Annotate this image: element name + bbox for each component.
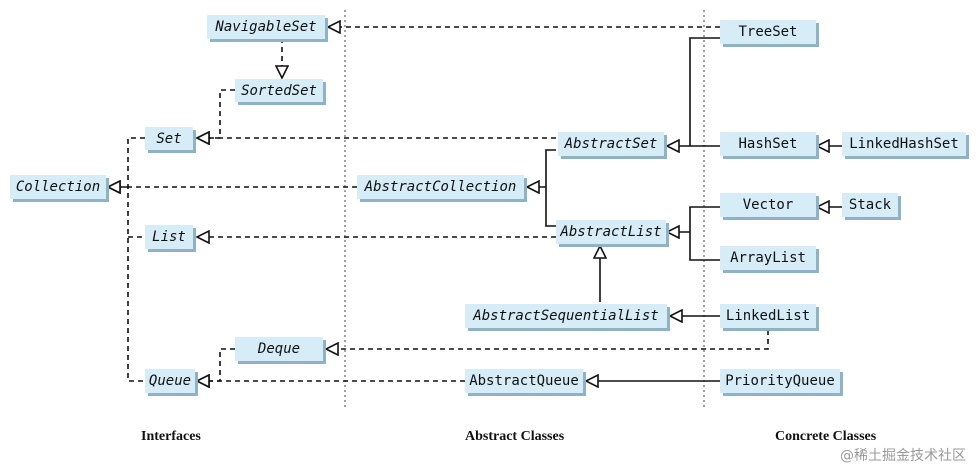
node-priorityqueue: PriorityQueue — [720, 369, 840, 393]
node-linkedhashset: LinkedHashSet — [842, 132, 966, 156]
node-abstractcollection: AbstractCollection — [357, 175, 524, 199]
node-vector: Vector — [720, 193, 816, 217]
node-linkedlist: LinkedList — [720, 304, 816, 328]
edge-linkedlist-deque — [326, 330, 769, 349]
edge-vector-abstractlist — [689, 206, 720, 261]
column-label-concrete-classes: Concrete Classes — [775, 429, 877, 444]
node-arraylist: ArrayList — [720, 246, 816, 270]
edge-set-collection — [127, 137, 145, 382]
node-hashset: HashSet — [720, 132, 816, 156]
node-treeset: TreeSet — [720, 20, 816, 44]
node-stack: Stack — [842, 193, 898, 217]
node-list: List — [145, 225, 193, 249]
column-label-abstract-classes: Abstract Classes — [465, 429, 565, 444]
edge-treeset-abstractset — [689, 37, 720, 146]
node-collection: Collection — [10, 175, 106, 199]
node-abstractset: AbstractSet — [558, 132, 664, 156]
column-label-interfaces: Interfaces — [141, 429, 201, 444]
node-deque: Deque — [235, 337, 323, 361]
node-sortedset: SortedSet — [235, 79, 323, 102]
node-abstractqueue: AbstractQueue — [465, 369, 583, 393]
watermark: @稀土掘金技术社区 — [840, 448, 966, 464]
node-set: Set — [145, 127, 193, 150]
node-queue: Queue — [145, 369, 195, 393]
node-abstractsequentiallist: AbstractSequentialList — [465, 304, 667, 328]
node-abstractlist: AbstractList — [556, 220, 666, 244]
node-navigableset: NavigableSet — [207, 15, 325, 39]
edge-sortedset-set — [197, 89, 235, 138]
edge-abstractset-abstractcollection — [545, 149, 556, 227]
edge-deque-queue — [197, 348, 235, 381]
